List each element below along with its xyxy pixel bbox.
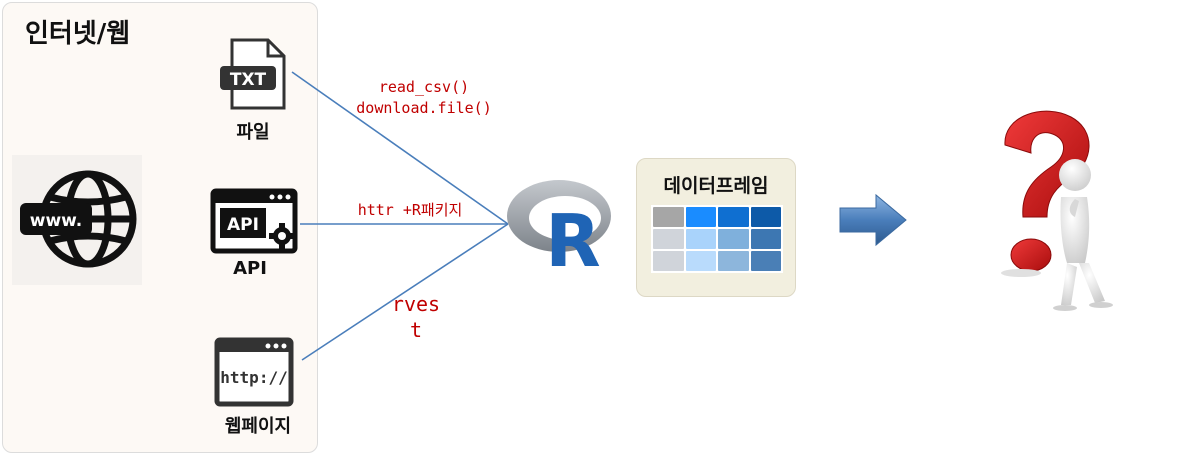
- rvest-label-line1: rves: [391, 292, 441, 316]
- dataframe-box: 데이터프레임: [636, 158, 796, 297]
- www-text: www.: [30, 211, 83, 231]
- download-file-label: download.file(): [356, 99, 492, 117]
- dataframe-cell: [685, 207, 716, 227]
- r-logo-icon: R: [507, 180, 611, 272]
- dataframe-cell: [653, 207, 684, 227]
- api-label: API: [233, 258, 267, 279]
- dataframe-cell: [653, 229, 684, 249]
- webpage-icon: http://: [214, 337, 294, 407]
- dataframe-cell: [750, 207, 781, 227]
- api-icon: API: [210, 188, 298, 254]
- rvest-label-line2: t: [409, 318, 423, 342]
- panel-title: 인터넷/웹: [25, 19, 131, 49]
- dataframe-cell: [718, 229, 749, 249]
- globe-www-icon: www.: [12, 155, 142, 285]
- r-letter: R: [545, 199, 600, 272]
- http-icon-text: http://: [220, 368, 287, 387]
- dataframe-cell: [750, 229, 781, 249]
- httr-label: httr +R패키지: [357, 201, 463, 219]
- right-arrow-icon: [839, 193, 907, 247]
- web-to-r-line: [301, 223, 509, 361]
- txt-icon-text: TXT: [230, 70, 267, 90]
- txt-file-icon: TXT: [220, 38, 286, 110]
- dataframe-title: 데이터프레임: [663, 175, 769, 197]
- dataframe-cell: [718, 251, 749, 271]
- dataframe-cell: [653, 251, 684, 271]
- api-icon-text: API: [227, 215, 259, 235]
- file-to-r-line: [291, 71, 509, 225]
- read-csv-label: read_csv(): [378, 78, 470, 96]
- dataframe-cell: [718, 207, 749, 227]
- file-label: 파일: [236, 122, 270, 143]
- question-mark-figure-icon: [1001, 110, 1113, 311]
- dataframe-cell: [750, 251, 781, 271]
- dataframe-cell: [685, 229, 716, 249]
- webpage-label: 웹페이지: [224, 416, 292, 437]
- dataframe-grid: [651, 205, 783, 273]
- dataframe-cell: [685, 251, 716, 271]
